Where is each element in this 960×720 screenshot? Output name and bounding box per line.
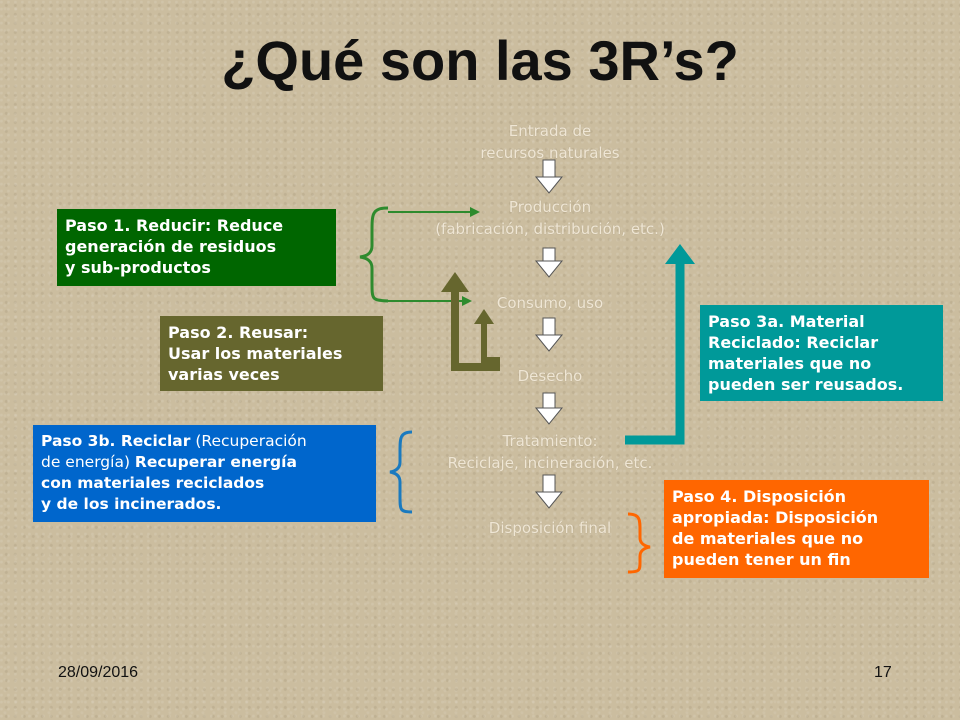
paso3b-line2-bold: Recuperar energía <box>134 453 297 471</box>
reuse-arrow-inner <box>481 322 500 363</box>
down-arrow-1 <box>534 159 564 194</box>
flow-desecho: Desecho <box>517 367 583 385</box>
down-arrow-2 <box>534 247 564 278</box>
flow-produccion-line1: Producción <box>508 198 592 216</box>
paso4-brace <box>627 512 651 574</box>
flow-disposicion: Disposición final <box>488 519 612 537</box>
down-arrow-4 <box>534 392 564 425</box>
paso3b-brace <box>389 430 413 514</box>
paso2-box: Paso 2. Reusar: Usar los materiales vari… <box>160 316 383 391</box>
reuse-arrow-inner-head <box>474 309 494 324</box>
paso2-line1: Paso 2. Reusar: <box>168 323 309 342</box>
flow-entrada-line2: recursos naturales <box>480 144 620 162</box>
paso3b-line1-light: (Recuperación <box>190 432 307 450</box>
flow-entrada: Entrada de recursos naturales <box>400 120 700 164</box>
paso4-box: Paso 4. Disposición apropiada: Disposici… <box>664 480 929 578</box>
flow-produccion: Producción (fabricación, distribución, e… <box>380 196 720 240</box>
paso3a-line1: Paso 3a. Material <box>708 312 865 331</box>
recycle-arrow <box>625 262 685 445</box>
paso3b-line1-bold: Paso 3b. Reciclar <box>41 432 191 450</box>
reuse-arrow-outer-head <box>441 272 469 292</box>
flow-entrada-line1: Entrada de <box>508 122 592 140</box>
paso3b-line1: Paso 3b. Reciclar (Recuperación <box>41 431 368 452</box>
reuse-arrow-outer <box>451 290 500 371</box>
page-title: ¿Qué son las 3R’s? <box>221 29 739 92</box>
down-arrow-5 <box>534 474 564 509</box>
paso2-line3: varias veces <box>168 365 280 384</box>
paso2-line2: Usar los materiales <box>168 344 343 363</box>
paso1-line1: Paso 1. Reducir: Reduce <box>65 216 284 235</box>
paso4-line2: apropiada: Disposición <box>672 508 879 527</box>
paso3b-line2-light: de energía) <box>41 453 135 471</box>
paso3a-line3: materiales que no <box>708 354 872 373</box>
paso1-line2: generación de residuos <box>65 237 277 256</box>
recycle-arrow-head <box>665 244 695 264</box>
footer-date: 28/09/2016 <box>58 664 139 681</box>
paso3a-box: Paso 3a. Material Reciclado: Reciclar ma… <box>700 305 943 401</box>
flow-consumo: Consumo, uso <box>496 294 604 312</box>
flow-tratamiento-line1: Tratamiento: <box>502 432 598 450</box>
paso1-box: Paso 1. Reducir: Reduce generación de re… <box>57 209 336 286</box>
paso3a-line4: pueden ser reusados. <box>708 375 904 394</box>
flow-tratamiento-line2: Reciclaje, incineración, etc. <box>447 454 653 472</box>
paso3a-line2: Reciclado: Reciclar <box>708 333 879 352</box>
flow-tratamiento: Tratamiento: Reciclaje, incineración, et… <box>390 430 710 474</box>
paso3b-line3: con materiales reciclados <box>41 474 265 492</box>
paso1-line3: y sub-productos <box>65 258 211 277</box>
page-number: 17 <box>874 664 892 681</box>
paso4-line1: Paso 4. Disposición <box>672 487 847 506</box>
paso1-brace <box>359 206 389 303</box>
paso4-line3: de materiales que no <box>672 529 864 548</box>
flow-produccion-line2: (fabricación, distribución, etc.) <box>435 220 665 238</box>
paso3b-line2: de energía) Recuperar energía <box>41 452 368 473</box>
paso3b-box: Paso 3b. Reciclar (Recuperación de energ… <box>33 425 376 522</box>
paso4-line4: pueden tener un fin <box>672 550 851 569</box>
paso3b-line4: y de los incinerados. <box>41 495 222 513</box>
down-arrow-3 <box>534 317 564 352</box>
